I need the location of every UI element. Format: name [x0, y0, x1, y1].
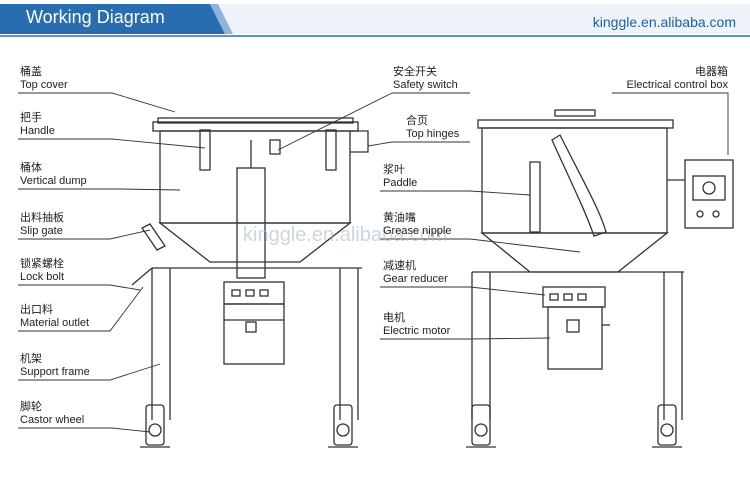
motor-right [547, 306, 603, 370]
cone-shape [158, 222, 352, 263]
left-machine [131, 117, 369, 448]
banner-background [0, 4, 750, 37]
slip-gate-shape [141, 223, 166, 251]
cone-right [480, 232, 669, 273]
electrical-control-box-shape [684, 159, 734, 229]
leader-lines-right [612, 92, 729, 155]
site-url: kinggle.en.alibaba.com [592, 14, 736, 30]
body-right [481, 127, 668, 234]
castor-wheel-left-2 [333, 404, 353, 446]
motor-left [223, 303, 285, 365]
watermark: kinggle.en.alibaba.com [243, 224, 448, 246]
leader-lines-center [277, 92, 581, 340]
handle-shape [199, 129, 211, 171]
page-title: Working Diagram [26, 7, 165, 27]
paddle-shape [529, 161, 541, 233]
castor-wheel-right-1 [471, 404, 491, 446]
hinge-shape [350, 130, 369, 153]
top-cover-right [554, 109, 596, 117]
vertical-dump-body [159, 130, 351, 224]
castor-wheel-left-1 [145, 404, 165, 446]
right-machine [466, 109, 734, 448]
castor-wheel-right-2 [657, 404, 677, 446]
header-banner: Working Diagram kinggle.en.alibaba.com [0, 0, 750, 40]
leader-lines-left [18, 92, 206, 433]
safety-switch-shape [269, 139, 281, 155]
gear-reducer-right [542, 286, 606, 308]
